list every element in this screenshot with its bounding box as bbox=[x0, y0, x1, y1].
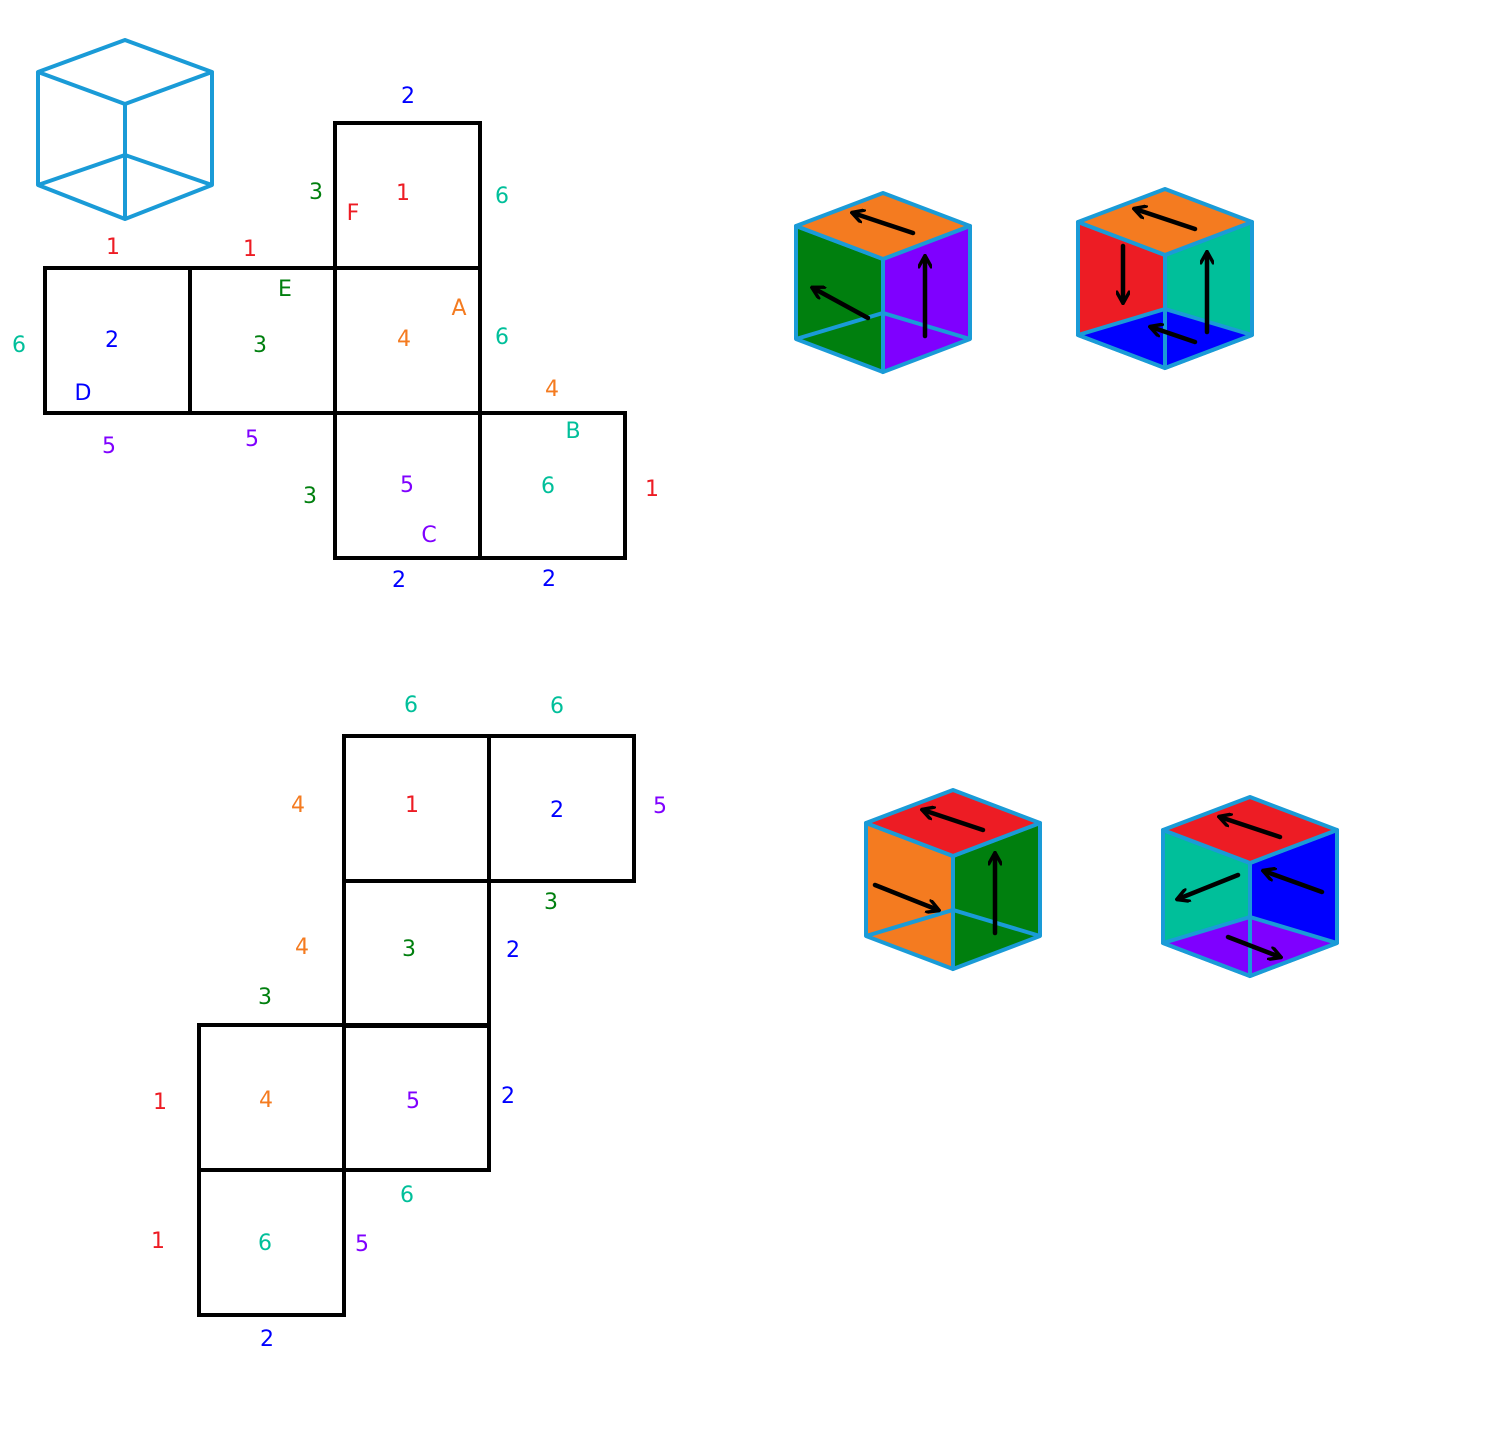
direction-arrow-icon bbox=[813, 288, 871, 321]
direction-arrow-icon bbox=[853, 213, 916, 236]
net-top-edge-label: 6 bbox=[12, 333, 26, 358]
net-top-edge-label: 3 bbox=[309, 180, 323, 205]
direction-arrow-icon bbox=[1220, 817, 1283, 840]
net-bottom-face-label-6: 6 bbox=[258, 1231, 272, 1256]
net-top-face-label-5: 5 bbox=[400, 473, 414, 498]
net-bottom-face-5-square bbox=[342, 1023, 491, 1172]
net-bottom-edge-label: 2 bbox=[260, 1327, 274, 1352]
net-top-edge-label: 6 bbox=[495, 325, 509, 350]
net-bottom-edge-label: 4 bbox=[295, 935, 309, 960]
net-top-edge-label: 1 bbox=[106, 235, 120, 260]
net-top-face-label-3: 3 bbox=[253, 333, 267, 358]
net-top-letter-label: C bbox=[421, 523, 437, 548]
net-bottom-edge-label: 1 bbox=[151, 1229, 165, 1254]
wireframe-cube-icon bbox=[36, 38, 214, 221]
net-bottom-edge-label: 6 bbox=[404, 693, 418, 718]
net-top-edge-label: 2 bbox=[392, 568, 406, 593]
net-top-grid bbox=[43, 121, 627, 560]
colored-cube-3 bbox=[864, 788, 1042, 971]
net-top-letter-label: D bbox=[74, 381, 92, 406]
direction-arrow-icon bbox=[872, 882, 938, 910]
net-bottom-face-label-1: 1 bbox=[405, 793, 419, 818]
net-bottom-edge-label: 2 bbox=[501, 1084, 515, 1109]
net-bottom-edge-label: 3 bbox=[258, 985, 272, 1010]
net-top-letter-label: E bbox=[278, 277, 292, 302]
direction-arrow-icon bbox=[1225, 934, 1280, 957]
direction-arrow-icon bbox=[1151, 327, 1198, 345]
net-bottom-face-6-square bbox=[197, 1168, 346, 1317]
net-top-letter-label: F bbox=[346, 201, 360, 226]
net-top-face-label-6: 6 bbox=[541, 474, 555, 499]
net-top-face-6-square bbox=[478, 411, 627, 560]
net-bottom-grid bbox=[197, 734, 636, 1317]
net-top-face-label-2: 2 bbox=[105, 328, 119, 353]
direction-arrow-icon bbox=[923, 810, 986, 833]
net-top-edge-label: 4 bbox=[545, 377, 559, 402]
net-bottom-edge-label: 3 bbox=[544, 890, 558, 915]
net-bottom-edge-label: 5 bbox=[653, 794, 667, 819]
direction-arrow-icon bbox=[1135, 209, 1198, 232]
net-top-edge-label: 5 bbox=[102, 434, 116, 459]
net-top-edge-label: 5 bbox=[245, 427, 259, 452]
net-top-edge-label: 1 bbox=[645, 477, 659, 502]
direction-arrow-icon bbox=[1178, 872, 1241, 899]
net-top-edge-label: 2 bbox=[401, 84, 415, 109]
net-bottom-face-label-4: 4 bbox=[259, 1088, 273, 1113]
net-top-letter-label: B bbox=[565, 419, 581, 444]
net-bottom-edge-label: 6 bbox=[400, 1183, 414, 1208]
net-bottom-edge-label: 4 bbox=[291, 793, 305, 818]
net-bottom-edge-label: 1 bbox=[153, 1090, 167, 1115]
net-bottom-face-label-5: 5 bbox=[406, 1089, 420, 1114]
colored-cube-4 bbox=[1161, 795, 1339, 978]
net-bottom-face-label-3: 3 bbox=[402, 937, 416, 962]
net-top-edge-label: 2 bbox=[542, 567, 556, 592]
colored-cube-1 bbox=[794, 191, 972, 374]
net-top-face-label-4: 4 bbox=[397, 327, 411, 352]
direction-arrow-icon bbox=[1264, 871, 1325, 895]
net-top-edge-label: 3 bbox=[303, 484, 317, 509]
net-bottom-face-label-2: 2 bbox=[550, 798, 564, 823]
net-bottom-edge-label: 6 bbox=[550, 694, 564, 719]
net-bottom-edge-label: 2 bbox=[506, 938, 520, 963]
net-top-edge-label: 6 bbox=[495, 184, 509, 209]
net-top-edge-label: 1 bbox=[243, 237, 257, 262]
net-bottom-face-2-square bbox=[487, 734, 636, 883]
net-bottom-face-3-square bbox=[342, 879, 491, 1028]
colored-cubes bbox=[794, 187, 1339, 978]
net-bottom-edge-label: 5 bbox=[355, 1232, 369, 1257]
net-top-face-label-1: 1 bbox=[396, 181, 410, 206]
colored-cube-2 bbox=[1076, 187, 1254, 370]
net-top-letter-label: A bbox=[451, 296, 467, 321]
